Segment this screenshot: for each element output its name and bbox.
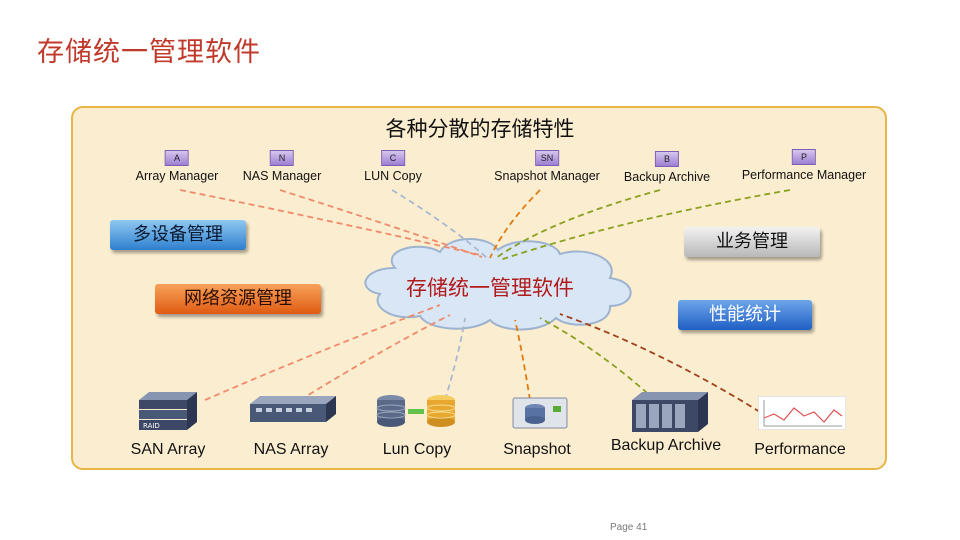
- performance-label: Performance: [754, 441, 846, 458]
- svg-text:RAID: RAID: [143, 422, 160, 430]
- performance-manager-label: Performance Manager: [741, 168, 867, 182]
- backup-archive-manager: B Backup Archive: [624, 151, 710, 184]
- cloud-shape: [364, 238, 632, 331]
- connector-snapshot: [514, 319, 531, 401]
- unified-management-software-label: 存储统一管理软件: [406, 276, 574, 300]
- connector-performance: [559, 313, 761, 413]
- connector-array-manager: [179, 189, 481, 256]
- snapshot-icon: [512, 397, 568, 429]
- nas-manager: N NAS Manager: [242, 150, 322, 183]
- lun-copy-label: LUN Copy: [364, 169, 422, 183]
- database-copy-icon: [376, 395, 456, 427]
- array-manager-icon: A: [165, 150, 189, 166]
- panel-heading: 各种分散的存储特性: [385, 117, 575, 141]
- backup-archive-label: Backup Archive: [623, 170, 711, 184]
- snapshot-manager-icon: SN: [534, 150, 559, 166]
- performance-manager: P Performance Manager: [742, 149, 866, 182]
- backup-archive-icon: B: [654, 151, 679, 167]
- multi-device-management-tag: 多设备管理: [110, 220, 246, 250]
- array-manager: A Array Manager: [135, 150, 219, 183]
- network-resource-management-tag: 网络资源管理: [155, 284, 321, 314]
- business-management-tag: 业务管理: [684, 227, 820, 257]
- backup-archive-device-label: Backup Archive: [610, 437, 722, 454]
- lun-copy-manager: C LUN Copy: [364, 150, 422, 183]
- connector-lun-copy: [391, 189, 488, 259]
- connector-nas-manager: [279, 189, 483, 258]
- lun-copy-icon: C: [380, 150, 405, 166]
- san-array-label: SAN Array: [130, 441, 206, 458]
- nas-manager-icon: N: [269, 150, 294, 166]
- connector-lun-copy-device: [444, 317, 466, 401]
- page-number: Page 41: [610, 522, 648, 533]
- connector-backup-device: [539, 317, 656, 401]
- snapshot-manager-label: Snapshot Manager: [494, 169, 600, 183]
- connector-snapshot-manager: [489, 189, 541, 259]
- snapshot-label: Snapshot: [503, 441, 571, 458]
- connector-backup-archive: [495, 189, 661, 259]
- nas-array-label: NAS Array: [253, 441, 329, 458]
- performance-manager-icon: P: [792, 149, 816, 165]
- connector-san-array: [204, 304, 441, 401]
- snapshot-manager: SN Snapshot Manager: [494, 150, 600, 183]
- raid-array-icon: RAID: [139, 392, 197, 430]
- performance-chart-icon: [758, 396, 846, 430]
- performance-statistics-tag: 性能统计: [678, 300, 812, 330]
- nas-manager-label: NAS Manager: [242, 169, 322, 183]
- server-rack-icon: [632, 392, 708, 432]
- lun-copy-device-label: Lun Copy: [382, 441, 452, 458]
- connector-performance-manager: [499, 189, 791, 261]
- connector-nas-array: [299, 314, 451, 401]
- nas-switch-icon: [250, 396, 336, 422]
- array-manager-label: Array Manager: [135, 169, 219, 183]
- slide-title: 存储统一管理软件: [37, 37, 261, 68]
